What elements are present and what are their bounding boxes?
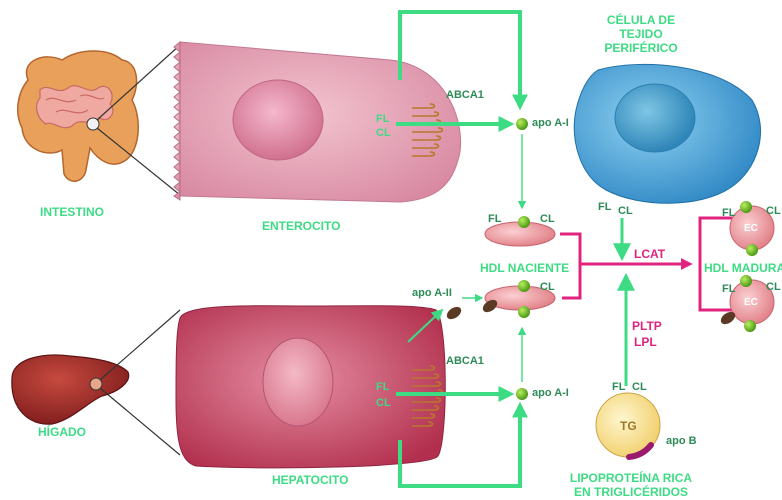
hepatocyte-label: HEPATOCITO (272, 474, 348, 486)
peripheral-cell-label-line2: TEJIDO (596, 28, 686, 40)
liver-zoom-line-bottom (100, 388, 180, 455)
apo-a1-label-bottom: apo A-I (532, 388, 569, 399)
hepatocyte-cell (176, 306, 445, 468)
liver-zoom-line-top (100, 310, 180, 380)
fl-label-hepatocyte: FL (376, 382, 389, 393)
lcat-label: LCAT (634, 248, 665, 260)
cl-label-tg: CL (632, 382, 647, 393)
liver-illustration (12, 355, 129, 424)
intestine-illustration (18, 51, 139, 181)
tg-label: TG (620, 420, 637, 432)
cl-label-peripheral: CL (618, 206, 633, 217)
cl-label-hdl-madura-1: CL (766, 206, 781, 217)
lpl-label: LPL (634, 336, 657, 348)
peripheral-cell-label-line1: CÉLULA DE (596, 14, 686, 26)
fl-label-tg: FL (612, 382, 625, 393)
apo-a1-particle-bottom (516, 388, 528, 400)
ec-label-2: EC (744, 298, 758, 308)
peripheral-cell-label-line3: PERIFÉRICO (596, 42, 686, 54)
fl-label-hdl-madura-2: FL (722, 284, 735, 295)
cl-label-hdl-madura-2: CL (766, 282, 781, 293)
tg-lipoprotein-label-line1: LIPOPROTEÍNA RICA (566, 472, 696, 484)
apo-a1-label-top: apo A-I (532, 118, 569, 129)
hdl-madura-label: HDL MADURA (704, 262, 782, 274)
apo-a1-particle-top (516, 118, 528, 130)
liver-label: HÍGADO (38, 426, 86, 438)
hdl-naciente-label: HDL NACIENTE (480, 262, 569, 274)
apo-a2-label: apo A-II (412, 288, 452, 299)
peripheral-tissue-cell (574, 64, 760, 203)
cl-label-hepatocyte: CL (376, 398, 391, 409)
cl-label-enterocyte: CL (376, 128, 391, 139)
abca1-label-bottom: ABCA1 (446, 356, 484, 367)
apo-b-label: apo B (666, 436, 697, 447)
fl-label-hdl-madura-1: FL (722, 208, 735, 219)
cl-label-hdl-naciente-2: CL (540, 282, 555, 293)
enterocyte-label: ENTEROCITO (262, 220, 340, 232)
fl-label-hdl-naciente-1: FL (488, 214, 501, 225)
tg-lipoprotein-label-line2: EN TRIGLICÉRIDOS (566, 486, 696, 498)
apo-a2-particle (445, 304, 464, 321)
intestine-label: INTESTINO (40, 206, 104, 218)
fl-label-enterocyte: FL (376, 114, 389, 125)
abca1-label-top: ABCA1 (446, 90, 484, 101)
fl-label-peripheral: FL (598, 202, 611, 213)
cl-label-hdl-naciente-1: CL (540, 214, 555, 225)
ec-label-1: EC (744, 224, 758, 234)
pltp-label: PLTP (632, 320, 662, 332)
